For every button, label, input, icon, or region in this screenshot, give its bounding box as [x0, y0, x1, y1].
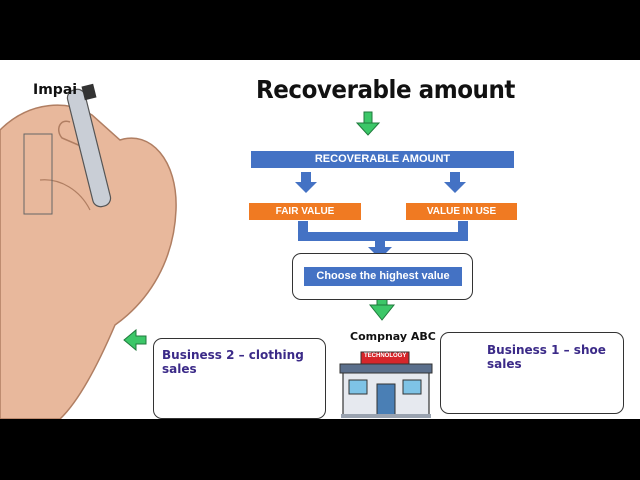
blue-down-arrow-icon [295, 172, 317, 193]
recoverable-amount-box: RECOVERABLE AMOUNT [251, 151, 514, 168]
business-2-card: Business 2 – clothing sales [153, 338, 326, 419]
fair-value-box: FAIR VALUE [249, 203, 361, 220]
green-left-arrow-icon [123, 328, 147, 352]
company-label: Compnay ABC [350, 330, 436, 343]
corner-label: Impai [33, 82, 78, 98]
paper-edge [23, 133, 53, 215]
business-2-title: Business 2 – clothing sales [162, 348, 304, 376]
blue-down-arrow-icon [444, 172, 466, 193]
business-1-title: Business 1 – shoe sales [487, 343, 606, 371]
value-in-use-box: VALUE IN USE [406, 203, 517, 220]
green-down-arrow-icon [355, 111, 381, 136]
hand-with-marker [0, 83, 177, 419]
store-sign: TECHNOLOGY [364, 353, 407, 359]
merge-connector [298, 221, 468, 241]
video-frame: Impai Recoverable amount RECOVERABLE AMO… [0, 60, 640, 419]
page-title: Recoverable amount [256, 75, 515, 104]
choose-highest-box: Choose the highest value [304, 267, 462, 286]
business-1-card: Business 1 – shoe sales [440, 332, 624, 414]
store-icon [339, 351, 433, 418]
